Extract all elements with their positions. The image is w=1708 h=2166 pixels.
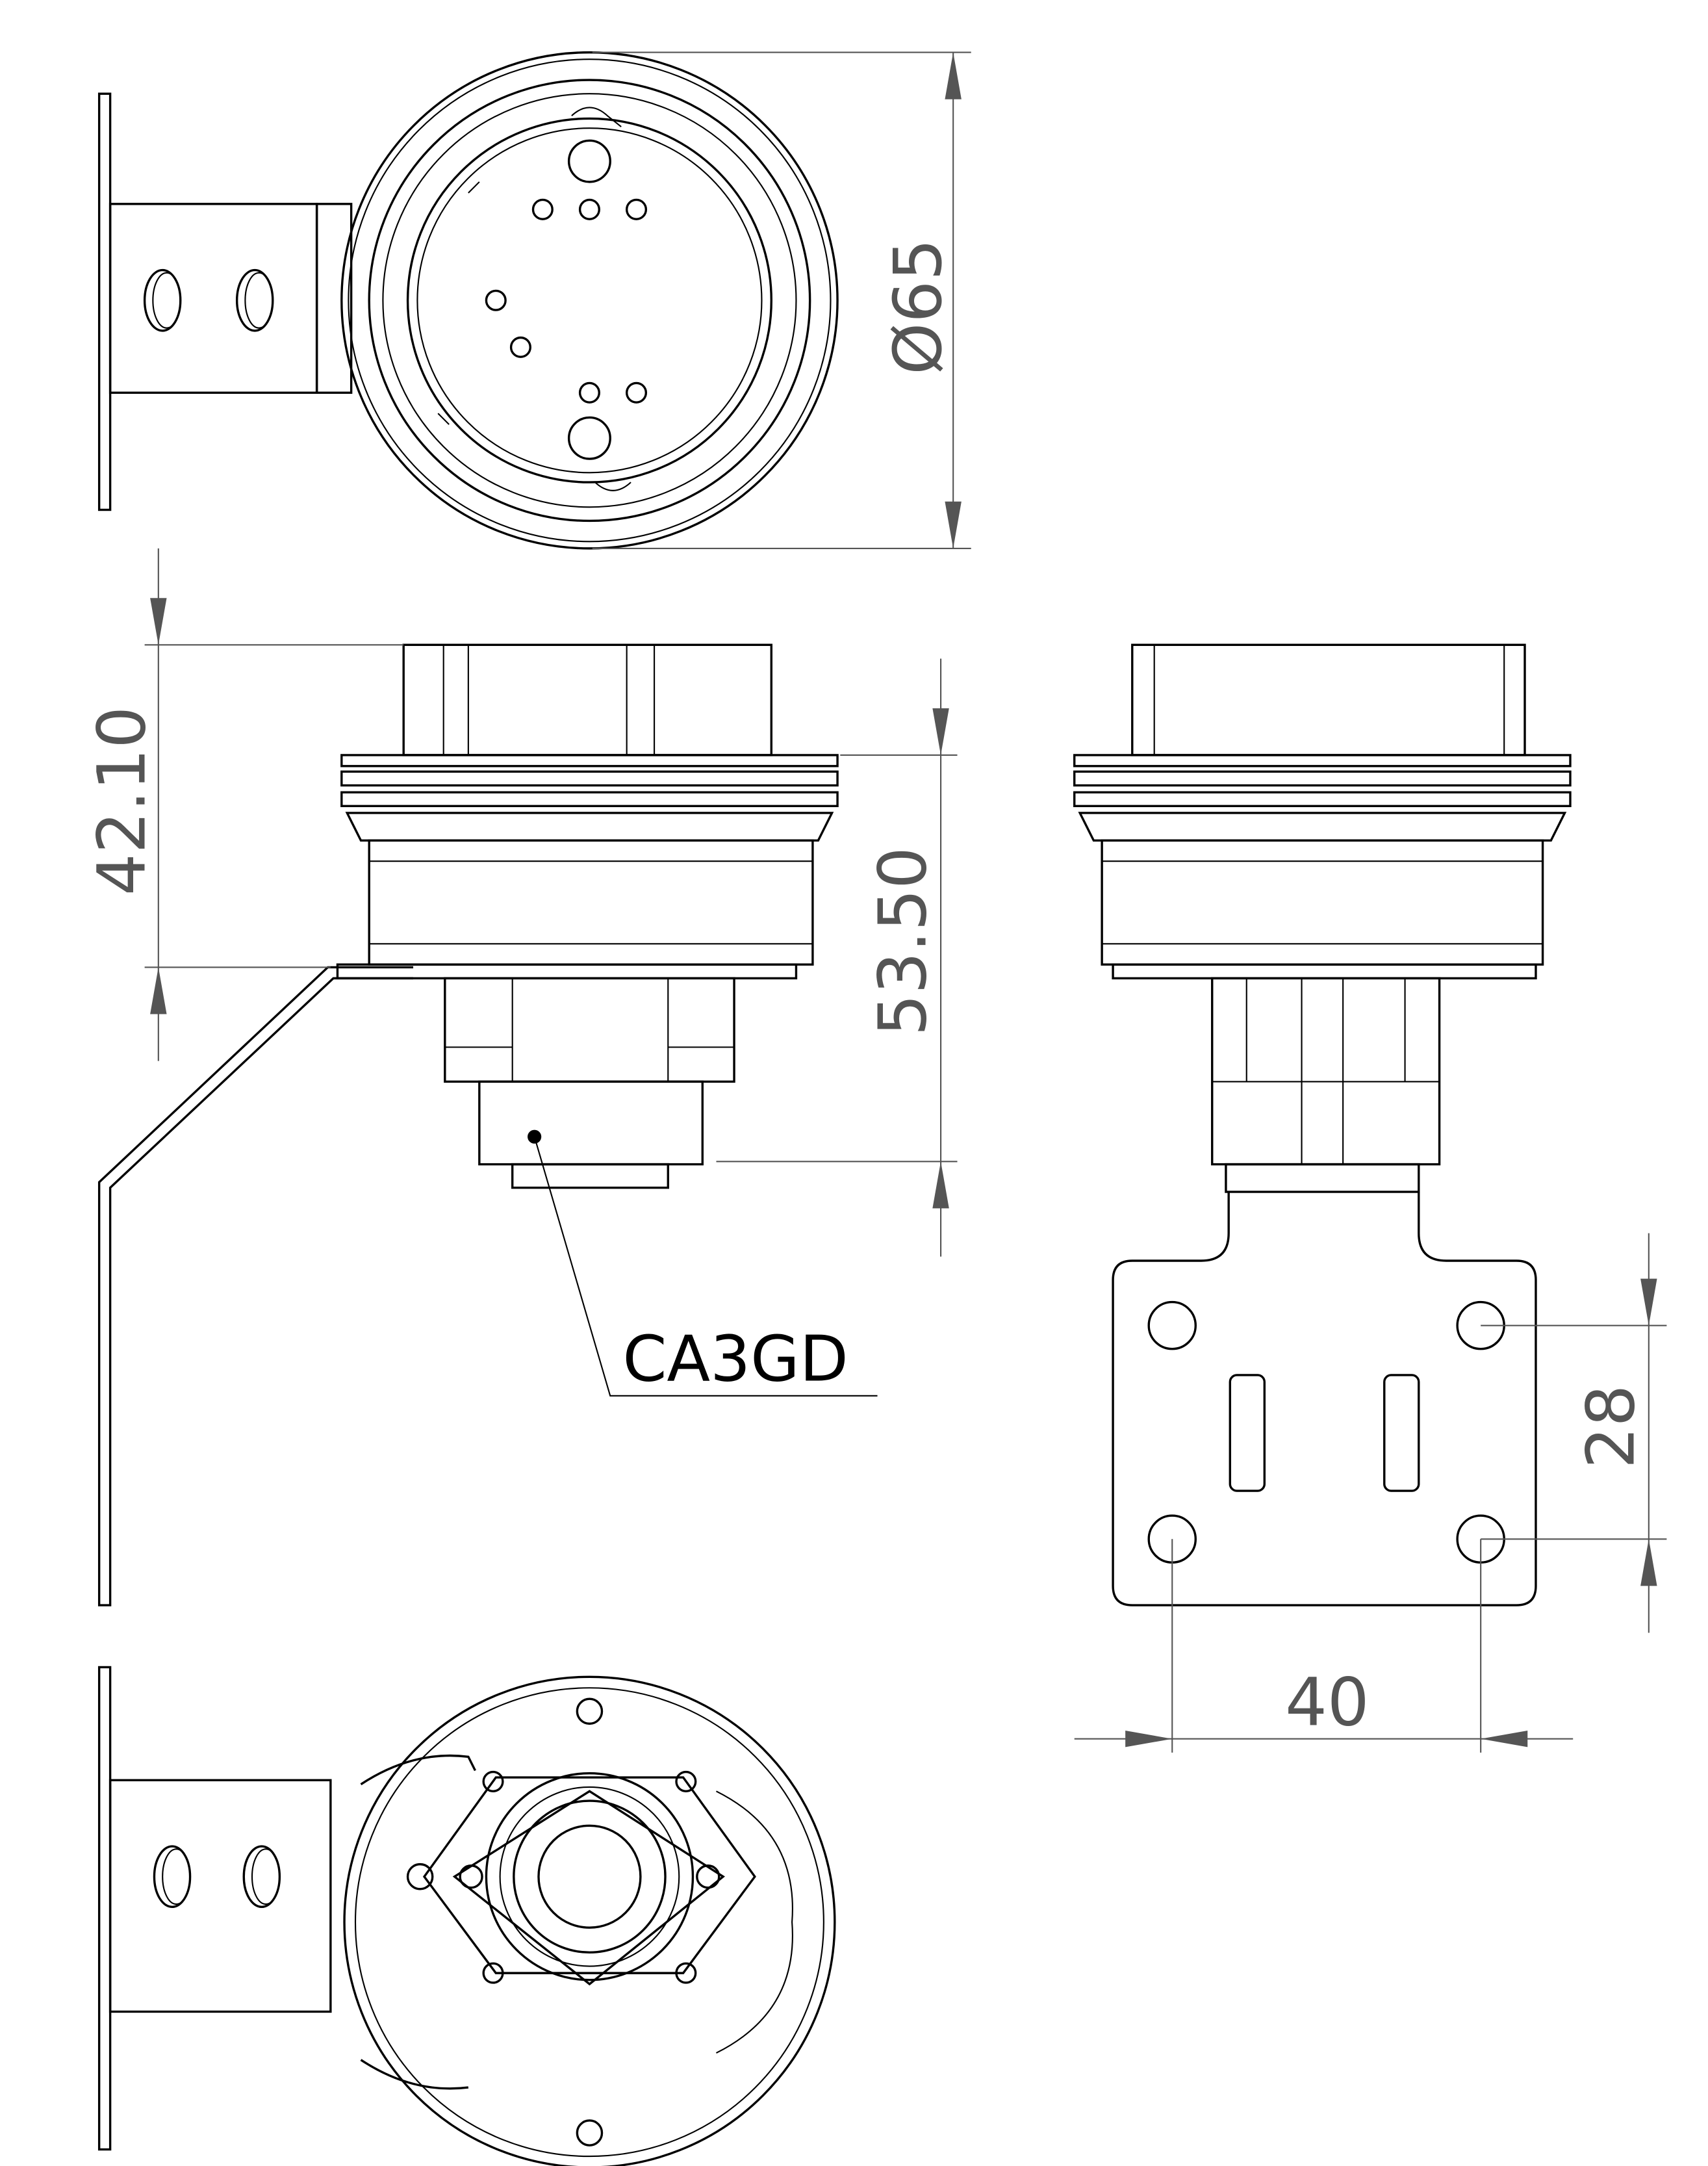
mounting-plate: [1112, 1191, 1537, 1606]
bottom-view: [97, 1666, 836, 2166]
connector-rear: [343, 1675, 836, 2166]
connector-body-side: [336, 643, 839, 1189]
connector-face: [340, 51, 839, 550]
side-view-right: 28 40: [1073, 643, 1667, 1753]
height-body-label: 53.50: [865, 847, 941, 1036]
horizontal-spacing-label: 40: [1285, 1664, 1369, 1740]
top-view: Ø65: [97, 51, 971, 550]
mounting-slot: [1383, 1374, 1420, 1492]
hole-spacing-dimension-28: 28: [1481, 1233, 1667, 1633]
side-view-left: 42.10 53.50 CA3GD: [84, 548, 958, 1606]
height-dimension-42: 42.10: [84, 548, 404, 1061]
part-label: CA3GD: [622, 1321, 848, 1395]
height-dimension-53: 53.50: [716, 658, 958, 1257]
mounting-bracket-bottom: [97, 1666, 332, 2151]
mounting-bracket-top: [97, 92, 353, 511]
mounting-bracket-side: [97, 966, 414, 1606]
diameter-dimension: Ø65: [592, 51, 971, 549]
vertical-spacing-label: 28: [1573, 1385, 1650, 1469]
mounting-hole: [1147, 1300, 1197, 1350]
height-total-label: 42.10: [84, 706, 160, 896]
part-callout: CA3GD: [528, 1129, 878, 1397]
mounting-slot: [1229, 1374, 1266, 1492]
diameter-label: Ø65: [880, 239, 956, 375]
hole-spacing-dimension-40: 40: [1074, 1539, 1574, 1753]
